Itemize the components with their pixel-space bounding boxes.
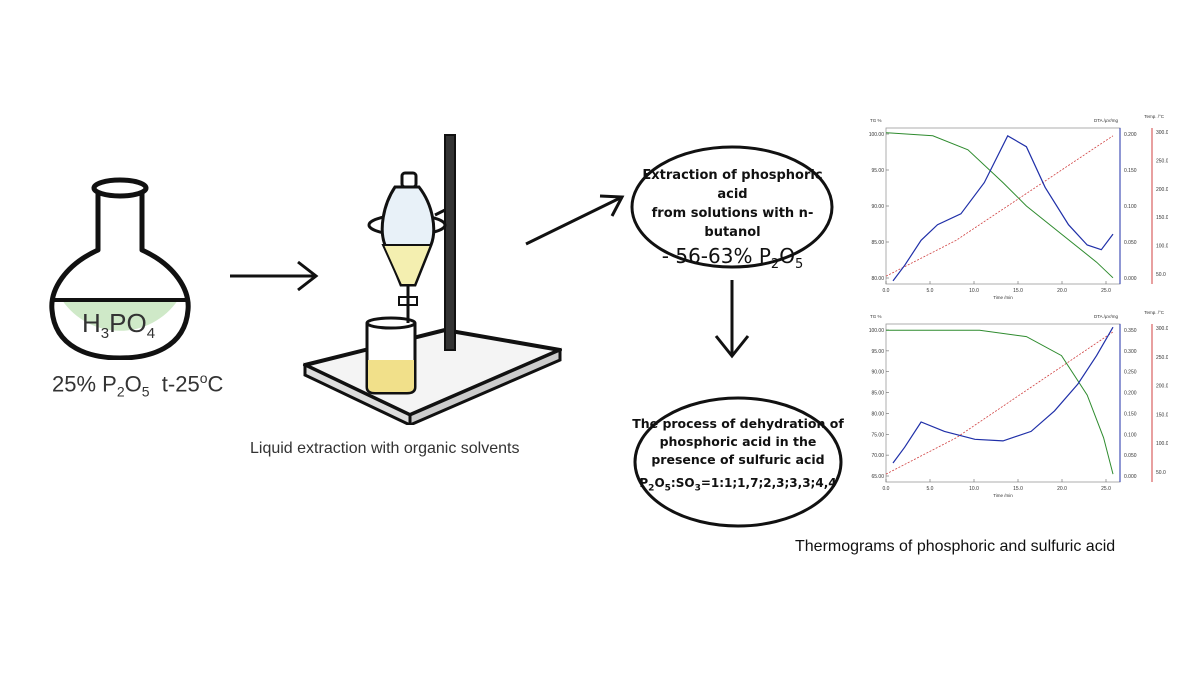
flask-neck-rim (91, 177, 149, 199)
x-tick-label: 25.0 (1101, 288, 1111, 294)
temp-tick-label: 300.0 (1156, 326, 1168, 332)
bubble-outline (633, 396, 843, 528)
bubble1-line3: - 56-63% P2O5 (661, 244, 804, 273)
temp-axis-label: Temp. /°C (1144, 114, 1165, 119)
temp-tick-label: 200.0 (1156, 187, 1168, 193)
flask-outline (49, 188, 191, 361)
x-tick-label: 10.0 (969, 288, 979, 294)
x-tick-label: 5.0 (927, 486, 934, 492)
tg-tick-label: 65.00 (871, 474, 884, 480)
x-tick-label: 20.0 (1057, 486, 1067, 492)
down-arrow-icon (714, 280, 750, 359)
tg-tick-label: 70.00 (871, 453, 884, 459)
apparatus-caption: Liquid extraction with organic solvents (250, 440, 520, 457)
temp-tick-label: 50.0 (1156, 272, 1166, 278)
x-tick-label: 20.0 (1057, 288, 1067, 294)
dta-tick-label: 0.100 (1124, 204, 1137, 210)
dta-axis-label: DTA /µV/mg (1094, 314, 1119, 319)
thermogram-caption: Thermograms of phosphoric and sulfuric a… (795, 538, 1116, 555)
tg-axis-label: TG % (870, 314, 882, 319)
dta-tick-label: 0.150 (1124, 168, 1137, 174)
x-tick-label: 0.0 (883, 486, 890, 492)
extraction-bubble: Extraction of phosphoric acid from solut… (630, 145, 835, 272)
dta-tick-label: 0.200 (1124, 391, 1137, 397)
temp-tick-label: 150.0 (1156, 412, 1168, 418)
tg-tick-label: 90.00 (871, 370, 884, 376)
temp-tick-label: 100.0 (1156, 441, 1168, 447)
diagonal-arrow-icon (525, 194, 625, 246)
dta-tick-label: 0.300 (1124, 349, 1137, 355)
temp-tick-label: 150.0 (1156, 215, 1168, 221)
thermogram-top: TG % DTA /µV/mg Temp. /°C Time /min 100.00 95… (858, 112, 1169, 302)
plot-frame (885, 323, 1121, 483)
dta-curve (892, 326, 1114, 464)
bubble1-line2: from solutions with n-butanol (651, 205, 814, 240)
dta-tick-label: 0.350 (1124, 328, 1137, 334)
tg-tick-label: 95.00 (871, 349, 884, 355)
bubble-outline (630, 145, 834, 269)
temperature-curve (885, 331, 1114, 475)
flask-figure: H3PO4 (40, 170, 200, 361)
flask-formula: H3PO4 (82, 308, 156, 343)
dta-tick-label: 0.050 (1124, 240, 1137, 246)
tg-tick-label: 100.00 (869, 132, 885, 138)
plot-frame (885, 127, 1121, 285)
thermogram-bottom: TG % DTA /µV/mg Temp. /°C Time /min 100.00 95… (858, 308, 1169, 500)
separatory-funnel-stand-icon (303, 134, 562, 428)
tg-tick-label: 100.00 (869, 328, 885, 334)
temp-tick-label: 250.0 (1156, 158, 1168, 164)
x-tick-label: 10.0 (969, 486, 979, 492)
dehydration-bubble: The process of dehydration of phosphoric… (632, 395, 844, 530)
temp-tick-label: 250.0 (1156, 355, 1168, 361)
dta-axis-label: DTA /µV/mg (1094, 118, 1119, 123)
round-bottom-flask-icon (49, 177, 191, 361)
x-tick-label: 25.0 (1101, 486, 1111, 492)
bubble2-ratio: P2O5:SO3=1:1;1,7;2,3;3,3;4,4 (639, 476, 837, 494)
x-tick-label: 15.0 (1013, 486, 1023, 492)
tg-tick-label: 85.00 (871, 391, 884, 397)
temp-tick-label: 50.0 (1156, 470, 1166, 476)
temp-axis-label: Temp. /°C (1144, 310, 1165, 315)
flask-conditions: 25% P2O5 t-25oC (52, 370, 224, 400)
dta-tick-label: 0.200 (1124, 132, 1137, 138)
tg-axis-label: TG % (870, 118, 882, 123)
bubble2-line3: presence of sulfuric acid (651, 452, 825, 468)
temp-tick-label: 300.0 (1156, 130, 1168, 136)
stand-rod (444, 134, 456, 351)
tg-curve (886, 329, 1114, 475)
dta-tick-label: 0.000 (1124, 474, 1137, 480)
x-axis-label: Time /min (993, 493, 1013, 498)
tg-curve (885, 132, 1114, 279)
x-tick-label: 15.0 (1013, 288, 1023, 294)
x-axis-label: Time /min (993, 295, 1013, 300)
bubble1-line1: Extraction of phosphoric acid (642, 168, 823, 202)
tg-tick-label: 85.00 (871, 240, 884, 246)
bubble2-line1: The process of dehydration of (632, 416, 844, 431)
temp-tick-label: 200.0 (1156, 384, 1168, 390)
tg-tick-label: 95.00 (871, 168, 884, 174)
thermogram-top-plot: TG % DTA /µV/mg Temp. /°C Time /min 100.00 95… (869, 114, 1169, 300)
dta-tick-label: 0.100 (1124, 432, 1137, 438)
x-tick-label: 0.0 (883, 288, 890, 294)
dta-tick-label: 0.250 (1124, 370, 1137, 376)
extraction-apparatus (295, 125, 565, 428)
tg-tick-label: 80.00 (871, 411, 884, 417)
dta-curve (892, 134, 1114, 282)
dta-tick-label: 0.050 (1124, 453, 1137, 459)
bubble2-line2: phosphoric acid in the (659, 434, 817, 450)
dta-tick-label: 0.000 (1124, 276, 1137, 282)
tg-tick-label: 90.00 (871, 204, 884, 210)
thermogram-bottom-plot: TG % DTA /µV/mg Temp. /°C Time /min 100.00 95… (869, 310, 1169, 498)
temp-tick-label: 100.0 (1156, 244, 1168, 250)
dta-tick-label: 0.150 (1124, 411, 1137, 417)
right-arrow-icon (230, 260, 319, 292)
temperature-curve (885, 135, 1114, 277)
tg-tick-label: 80.00 (871, 276, 884, 282)
tg-tick-label: 75.00 (871, 432, 884, 438)
flask-liquid (62, 300, 178, 331)
x-tick-label: 5.0 (927, 288, 934, 294)
